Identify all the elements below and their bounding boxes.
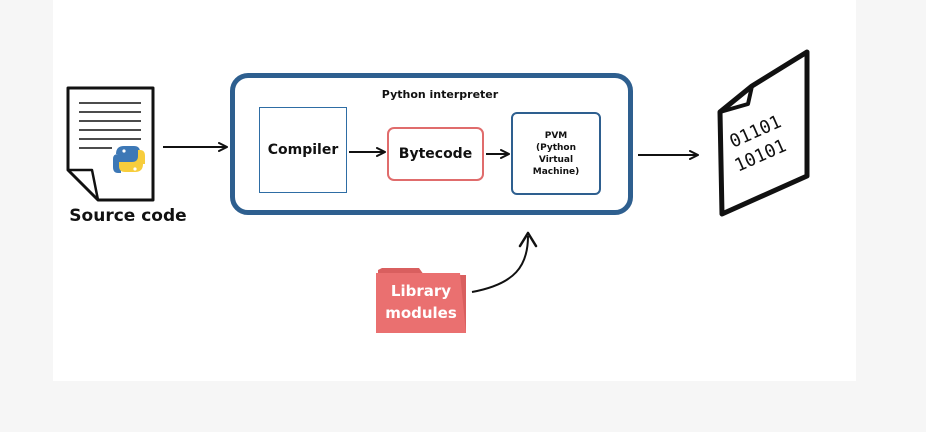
compiler-box: Compiler xyxy=(259,107,347,193)
binary-file-icon: 01101 10101 xyxy=(717,49,810,217)
library-label-line-1: Library xyxy=(390,282,452,300)
pvm-label-line-1: PVM xyxy=(544,130,568,141)
source-code-label: Source code xyxy=(69,206,187,226)
arrow-library-to-interpreter xyxy=(471,235,529,293)
library-modules-label: Library modules xyxy=(376,280,466,324)
pvm-label-line-3: Virtual xyxy=(538,154,574,165)
pvm-box: PVM (Python Virtual Machine) xyxy=(511,112,601,195)
pvm-label-line-4: Machine) xyxy=(532,166,580,177)
bytecode-box: Bytecode xyxy=(387,127,484,181)
pvm-label-line-2: (Python xyxy=(535,142,577,153)
bytecode-label: Bytecode xyxy=(398,146,473,162)
library-label-line-2: modules xyxy=(385,304,457,322)
library-folder-icon xyxy=(376,268,466,333)
compiler-label: Compiler xyxy=(267,142,339,158)
python-interpreter-box xyxy=(230,73,633,215)
python-logo-icon xyxy=(113,146,145,173)
python-interpreter-title: Python interpreter xyxy=(381,88,499,101)
